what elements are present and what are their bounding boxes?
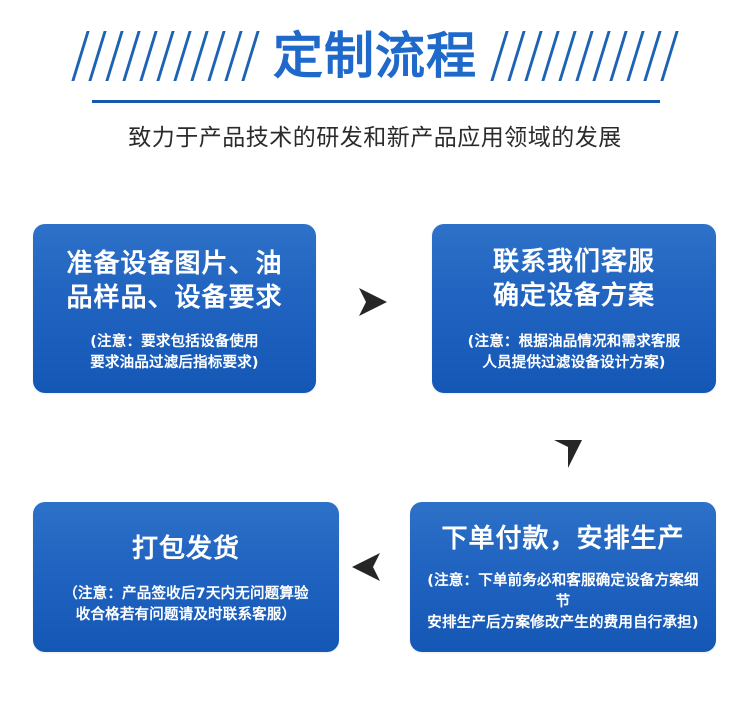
slash-left-3-icon bbox=[105, 31, 124, 81]
slash-right-6-icon bbox=[575, 31, 594, 81]
process-step-card-2: 联系我们客服 确定设备方案 (注意：根据油品情况和需求客服 人员提供过滤设备设计… bbox=[432, 224, 716, 393]
process-step-card-1: 准备设备图片、油 品样品、设备要求 (注意：要求包括设备使用 要求油品过滤后指标… bbox=[33, 224, 316, 393]
step-2-note: (注意：根据油品情况和需求客服 人员提供过滤设备设计方案) bbox=[467, 333, 681, 371]
step-4-title: 打包发货 bbox=[131, 533, 240, 564]
step-1-note: (注意：要求包括设备使用 要求油品过滤后指标要求) bbox=[90, 333, 259, 371]
page-title: 定制流程 bbox=[273, 27, 477, 85]
step-1-title: 准备设备图片、油 品样品、设备要求 bbox=[66, 249, 283, 314]
title-divider bbox=[92, 100, 660, 103]
slash-right-5-icon bbox=[558, 31, 577, 81]
slash-left-5-icon bbox=[139, 31, 158, 81]
page-subtitle: 致力于产品技术的研发和新产品应用领域的发展 bbox=[128, 125, 622, 151]
slash-left-6-icon bbox=[156, 31, 175, 81]
slash-left-10-icon bbox=[224, 31, 243, 81]
slash-left-4-icon bbox=[122, 31, 141, 81]
process-step-card-4: 打包发货 （注意：产品签收后7天内无问题算验 收合格若有问题请及时联系客服） bbox=[33, 502, 339, 652]
title-row: 定制流程 bbox=[0, 22, 750, 90]
slash-decoration-right bbox=[490, 30, 679, 82]
header: 定制流程 致力于产品技术的研发和新产品应用领域的发展 bbox=[0, 0, 750, 170]
slash-right-2-icon bbox=[507, 31, 526, 81]
slash-right-8-icon bbox=[609, 31, 628, 81]
slash-right-10-icon bbox=[643, 31, 662, 81]
step-3-title: 下单付款，安排生产 bbox=[441, 524, 685, 555]
slash-right-3-icon bbox=[524, 31, 543, 81]
slash-left-8-icon bbox=[190, 31, 209, 81]
slash-left-9-icon bbox=[207, 31, 226, 81]
slash-right-4-icon bbox=[541, 31, 560, 81]
slash-left-11-icon bbox=[241, 31, 260, 81]
slash-right-1-icon bbox=[490, 31, 509, 81]
slash-left-1-icon bbox=[71, 31, 90, 81]
slash-left-7-icon bbox=[173, 31, 192, 81]
step-3-note: (注意：下单前务必和客服确定设备方案细节 安排生产后方案修改产生的费用自行承担) bbox=[427, 572, 699, 631]
slash-right-9-icon bbox=[626, 31, 645, 81]
slash-decoration-left bbox=[71, 30, 260, 82]
slash-left-2-icon bbox=[88, 31, 107, 81]
process-step-card-3: 下单付款，安排生产 (注意：下单前务必和客服确定设备方案细节 安排生产后方案修改… bbox=[410, 502, 716, 652]
slash-right-7-icon bbox=[592, 31, 611, 81]
slash-right-11-icon bbox=[660, 31, 679, 81]
step-2-title: 联系我们客服 确定设备方案 bbox=[492, 247, 655, 312]
step-4-note: （注意：产品签收后7天内无问题算验 收合格若有问题请及时联系客服） bbox=[63, 586, 309, 624]
